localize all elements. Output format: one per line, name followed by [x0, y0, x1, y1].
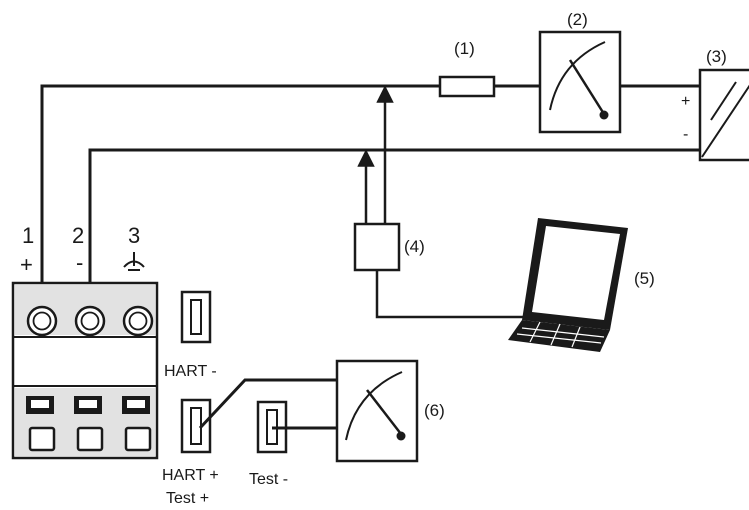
modem-label: (4) [404, 237, 425, 256]
terminal-1-number: 1 [22, 223, 34, 248]
wire-modem-to-laptop [375, 270, 540, 319]
wire-minus [88, 148, 700, 310]
socket-hart-plus-label: HART + [162, 467, 219, 484]
terminal-2-minus: - [76, 250, 83, 275]
terminal-3-number: 3 [128, 223, 140, 248]
socket-test-plus-label: Test + [166, 490, 209, 507]
hart-modem [353, 222, 401, 272]
terminal-1-plus: + [20, 252, 33, 277]
terminal-2-number: 2 [72, 223, 84, 248]
meter-label: (2) [567, 10, 588, 29]
laptop-icon [508, 218, 628, 352]
test-leads [198, 378, 337, 430]
socket-hart-minus [180, 290, 212, 344]
converter-plus-sign: + [681, 93, 690, 110]
ground-icon [123, 252, 145, 271]
modem-taps [357, 85, 540, 319]
screw-2 [74, 305, 106, 337]
test-meter [335, 359, 419, 463]
laptop-label: (5) [634, 269, 655, 288]
socket-hart-plus [180, 398, 212, 454]
screw-3 [122, 305, 154, 337]
converter-label: (3) [706, 47, 727, 66]
socket-hart-minus-label: HART - [164, 363, 217, 380]
socket-test-minus-label: Test - [249, 471, 288, 488]
converter [698, 68, 749, 162]
screw-1 [26, 305, 58, 337]
wire-plus [40, 84, 440, 310]
resistor [438, 75, 496, 98]
test-meter-label: (6) [424, 401, 445, 420]
meter [538, 30, 622, 134]
converter-minus-sign: - [683, 126, 688, 143]
resistor-label: (1) [454, 39, 475, 58]
terminal-block [11, 281, 159, 460]
